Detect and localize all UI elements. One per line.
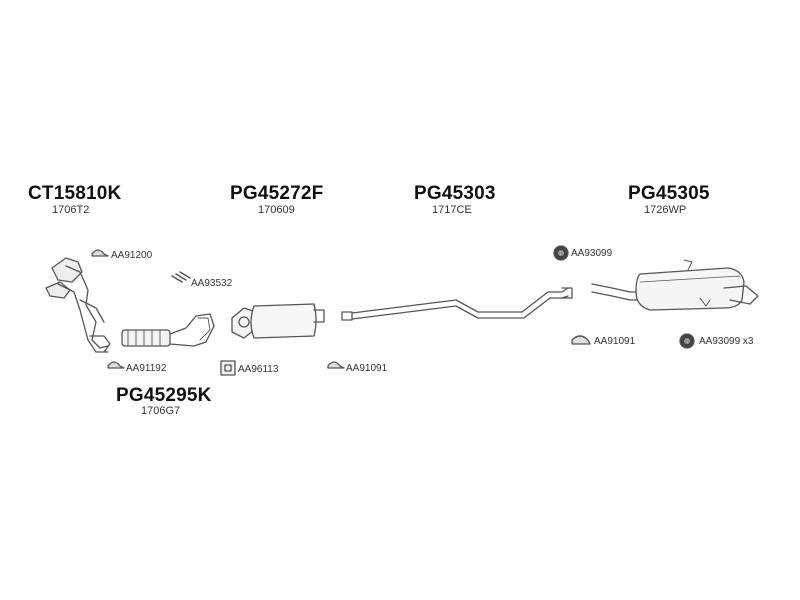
part-ref-label: 1706T2 — [52, 204, 90, 216]
clamp-icon — [571, 335, 591, 345]
clamp-icon — [327, 361, 345, 369]
part-code-label: PG45295K — [116, 385, 212, 406]
accessory-label: AA91091 — [346, 363, 388, 374]
accessory-label: AA93099 — [571, 248, 613, 259]
accessory-label: AA91091 — [594, 336, 636, 347]
gasket-icon — [220, 360, 236, 376]
accessory-label: AA96113 — [238, 364, 279, 375]
clamp-icon — [91, 249, 109, 257]
intermediate-pipe-drawing — [341, 287, 573, 321]
rubber-mount-icon — [679, 333, 695, 349]
part-ref-label: 1726WP — [644, 204, 687, 216]
part-ref-label: 170609 — [258, 204, 295, 216]
manifold-catalyst-drawing — [45, 257, 111, 353]
part-code-label: PG45303 — [414, 183, 496, 204]
front-pipe-drawing — [121, 313, 215, 347]
part-code-label: CT15810K — [28, 183, 122, 204]
part-ref-label: 1717CE — [432, 204, 472, 216]
accessory-label: AA91200 — [111, 250, 153, 261]
part-ref-label: 1706G7 — [141, 405, 181, 417]
part-code-label: PG45305 — [628, 183, 710, 204]
rubber-mount-icon — [553, 245, 569, 261]
rear-silencer-drawing — [591, 259, 759, 311]
particulate-filter-drawing — [231, 303, 325, 339]
bolt-set-icon — [171, 271, 191, 283]
accessory-label: AA93532 — [191, 278, 233, 289]
clamp-icon — [107, 361, 125, 369]
accessory-label: AA93099 x3 — [699, 336, 754, 347]
accessory-label: AA91192 — [126, 363, 167, 374]
part-code-label: PG45272F — [230, 183, 324, 204]
